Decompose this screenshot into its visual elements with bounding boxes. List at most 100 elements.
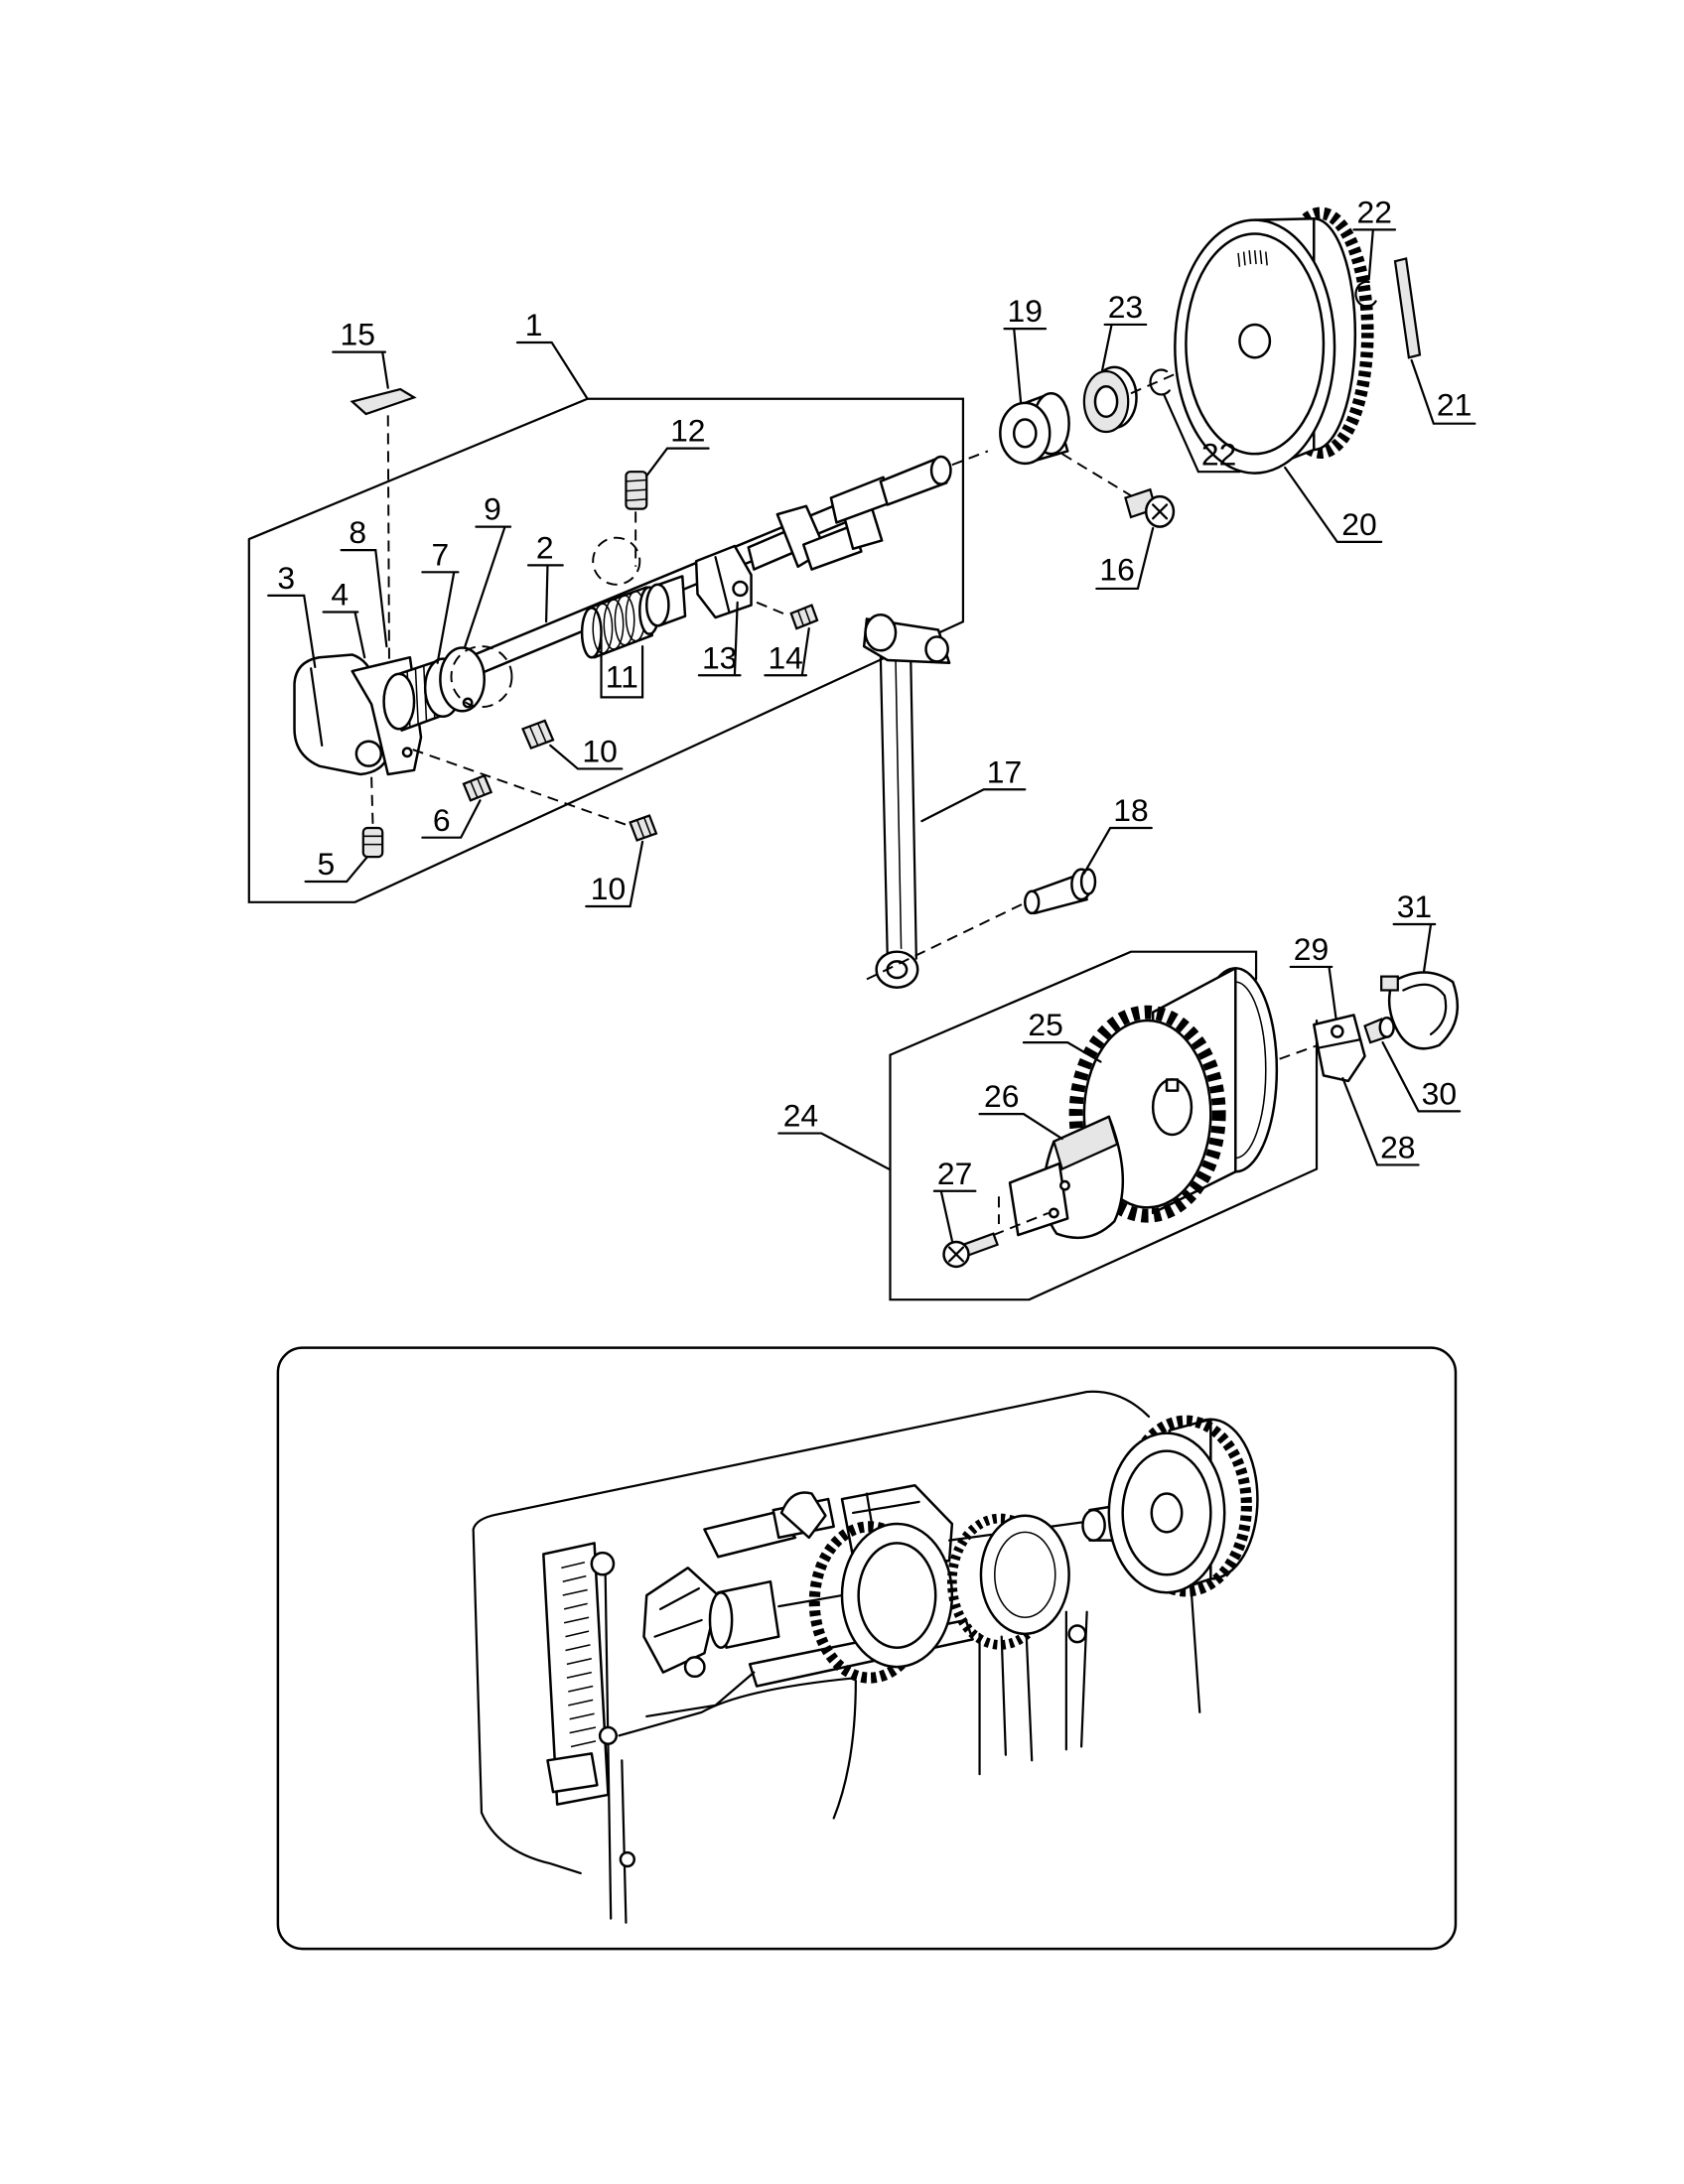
cam-plate-hole [1048,1207,1059,1219]
callout: 25 [1022,1007,1102,1063]
gear-disk-a-inner [857,1542,937,1649]
gear-assembly [889,950,1319,1301]
callout: 10 [585,840,644,908]
rod-top-eye [864,614,898,652]
callout: 19 [1003,293,1048,405]
callout: 29 [1289,931,1337,1020]
gear-teeth [1068,1005,1226,1223]
e-ring-top [1354,280,1377,308]
dashed-circle [592,536,641,586]
callout-label: 26 [984,1078,1019,1114]
inset-leader [1190,1591,1201,1713]
needle-bar [621,1759,628,1924]
inset-handwheel-hub [1150,1492,1184,1534]
main-shaft-assembly [247,387,989,903]
shaft-end-face [929,455,952,485]
crank-clamp-slit [714,555,731,614]
cover-31-inner [1402,983,1448,1035]
callout: 23 [1100,289,1148,373]
callout-label: 6 [433,802,451,838]
callout-label: 30 [1422,1075,1457,1111]
bushing-bore [1012,418,1038,449]
handwheel-hub [1238,323,1272,359]
needle-bar-comb [561,1562,597,1748]
callout-label: 18 [1113,792,1148,828]
callout-label: 10 [591,871,626,906]
rod-dashed [866,900,1028,981]
callout: 11 [600,638,644,699]
set-screw-6 [462,773,493,802]
screw-27-cross [947,1246,965,1263]
bracket-fold [1317,1038,1361,1049]
screw-10b-dashed [412,749,629,827]
callout: 2 [526,529,564,623]
callout-label: 21 [1437,386,1472,422]
key-dashed-guide [386,415,391,695]
screw-5-dashed [370,776,374,826]
presser-bar-screw [598,1725,619,1745]
crank-linkage-detail [653,1587,703,1638]
set-screw-head [354,740,383,767]
callout-label: 12 [670,413,705,449]
callout: 27 [932,1156,977,1242]
gear-key-notch [1165,1078,1180,1092]
callout-label: 20 [1341,506,1376,542]
pin [1393,257,1422,359]
callout-label: 28 [1380,1130,1415,1165]
callout-label: 2 [536,529,554,565]
callout: 12 [645,413,710,478]
bracket-group [1313,971,1460,1083]
key [350,387,417,416]
rod-pin [1024,868,1097,915]
location-inset [276,1346,1458,1951]
crank-clamp [694,544,753,619]
callout: 10 [549,734,624,770]
screw-14-dashed [756,601,790,617]
crank-clamp-screw [732,580,749,598]
callout: 4 [322,577,366,659]
callout: 17 [920,753,1027,823]
crank-pin [801,523,863,571]
linkage-screw [683,1656,706,1679]
machine-body-outline [472,1390,1151,1875]
callout: 9 [464,491,512,648]
shaft-collar [644,575,687,627]
set-screw-14 [789,604,819,630]
screw-27-dashed [993,1212,1050,1236]
callout: 8 [340,514,388,648]
callout-label: 22 [1201,436,1236,472]
callout: 22 [1352,194,1397,281]
callout-label: 9 [484,491,501,527]
callout-label: 7 [432,536,450,572]
machine-ledge [645,1671,756,1718]
upper-linkage [703,1511,797,1559]
callout-label: 27 [937,1156,972,1191]
presser-bar [604,1573,613,1920]
callout: 13 [697,601,742,677]
pulley-end [382,672,416,731]
machine-arm-underside [618,1677,857,1820]
handwheel-graduation [1237,250,1268,267]
callout: 18 [1082,792,1153,875]
callout: 24 [777,1098,891,1170]
callout: 16 [1095,526,1155,591]
callout: 31 [1392,888,1437,973]
callout-label: 29 [1294,931,1329,967]
callouts: 15 1 12 8 9 3 4 7 2 11 13 14 10 6 5 10 1… [267,194,1476,1242]
callout-label: 11 [606,659,638,695]
e-ring [1149,368,1171,396]
assembly-outline [247,397,965,903]
gear-dashed [1279,1043,1319,1060]
callout-label: 15 [341,317,375,352]
callout: 3 [267,560,317,669]
shaft-coupling-end [708,1591,734,1649]
screw-30-head [1378,1016,1395,1038]
callout: 1 [515,307,589,400]
gear-assembly-outline [889,950,1319,1301]
fork-lever [779,1491,827,1540]
callout: 21 [1410,358,1476,425]
callout: 26 [978,1078,1063,1141]
callout-label: 1 [525,307,543,342]
callout-label: 24 [783,1098,818,1134]
